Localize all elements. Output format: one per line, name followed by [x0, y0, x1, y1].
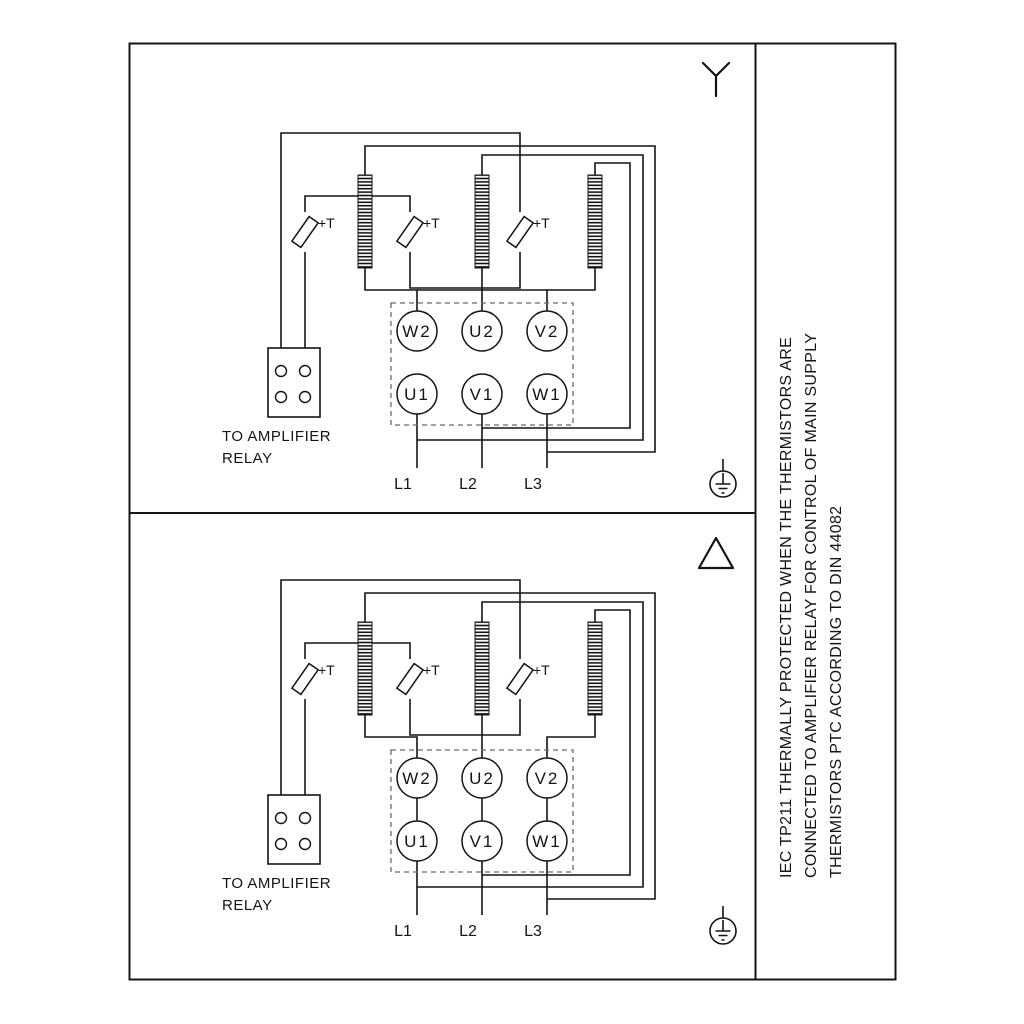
supply-label: L2 [459, 923, 477, 940]
delta-links [416, 798, 548, 821]
terminal-label: W2 [402, 769, 432, 788]
supply-label: L1 [394, 476, 412, 493]
thermistor-label: +T [423, 662, 440, 678]
relay-caption: TO AMPLIFIER [222, 875, 331, 892]
thermistor-label: +T [423, 215, 440, 231]
terminal-label: V2 [535, 322, 560, 341]
terminal-label: U1 [404, 385, 430, 404]
thermistor-label: +T [533, 215, 550, 231]
delta-panel-labels: +T +T +T W2 U2 V2 U1 V1 W1 TO AMPLIFIER … [222, 662, 562, 940]
thermistor-label: +T [318, 215, 335, 231]
side-note-line: CONNECTED TO AMPLIFIER RELAY FOR CONTROL… [803, 333, 820, 878]
terminal-label: U1 [404, 832, 430, 851]
outer-border [128, 42, 897, 981]
terminal-label: V2 [535, 769, 560, 788]
delta-connection-icon [697, 536, 735, 570]
side-note: IEC TP211 THERMALLY PROTECTED WHEN THE T… [778, 333, 845, 878]
terminal-label: W2 [402, 322, 432, 341]
supply-label: L3 [524, 476, 542, 493]
supply-label: L1 [394, 923, 412, 940]
delta-panel-wiring [267, 579, 737, 945]
star-panel-labels: +T +T +T W2 U2 V2 U1 V1 W1 TO AMPLIFIER … [222, 215, 562, 493]
terminal-label: V1 [470, 832, 495, 851]
relay-caption: TO AMPLIFIER [222, 428, 331, 445]
terminal-label: U2 [469, 322, 495, 341]
thermistor-label: +T [533, 662, 550, 678]
terminal-label: U2 [469, 769, 495, 788]
thermistor-label: +T [318, 662, 335, 678]
side-note-line: THERMISTORS PTC ACCORDING TO DIN 44082 [828, 506, 845, 878]
supply-label: L3 [524, 923, 542, 940]
star-panel-wiring [267, 132, 737, 498]
relay-caption: RELAY [222, 450, 273, 467]
side-note-line: IEC TP211 THERMALLY PROTECTED WHEN THE T… [778, 337, 795, 878]
supply-label: L2 [459, 476, 477, 493]
relay-caption: RELAY [222, 897, 273, 914]
star-connection-icon [701, 61, 731, 98]
terminal-label: V1 [470, 385, 495, 404]
terminal-label: W1 [532, 385, 562, 404]
terminal-label: W1 [532, 832, 562, 851]
